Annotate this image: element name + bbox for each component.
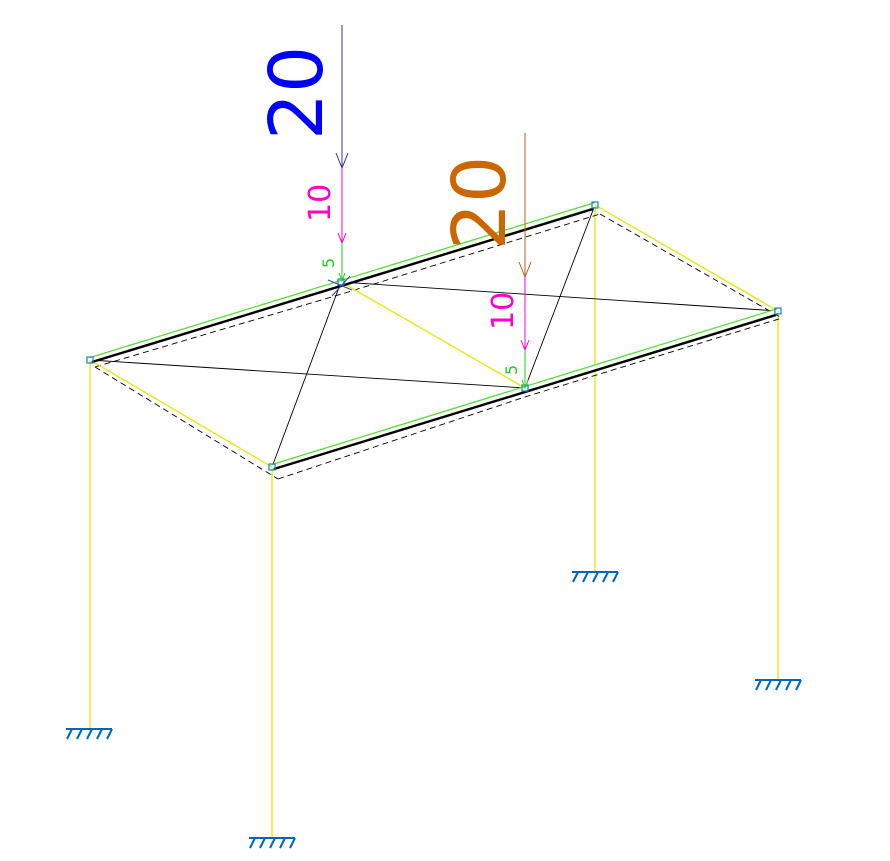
end-beam-left — [89, 359, 273, 468]
load-a-green-value: 5 — [319, 258, 338, 268]
load-b-magenta-value: 10 — [486, 292, 521, 330]
node-crosshair — [327, 275, 353, 297]
deformed-end-left — [94, 366, 279, 480]
node-marker-icon — [268, 463, 276, 471]
end-beam-right — [594, 204, 779, 312]
load-a-blue-value: 20 — [254, 46, 340, 140]
main-beams — [89, 202, 779, 471]
deformed-end-right — [599, 213, 783, 319]
brace-1 — [89, 359, 526, 389]
deformed-beam-back — [277, 317, 783, 480]
deformed-shape — [94, 213, 783, 480]
fixed-support-icon — [572, 571, 619, 583]
load-b-green-value: 5 — [502, 365, 521, 375]
fixed-support-icon — [249, 837, 296, 849]
node-marker-icon — [774, 307, 782, 315]
middle-beam — [340, 281, 526, 389]
brace-3 — [340, 281, 779, 312]
supports — [66, 571, 802, 849]
arrowhead-icon — [338, 272, 346, 283]
brace-4 — [524, 204, 596, 389]
node-marker-icon — [86, 356, 94, 364]
beam-back-core — [273, 313, 777, 471]
load-a-magenta-value: 10 — [303, 184, 338, 222]
fixed-support-icon — [66, 728, 113, 740]
load-a: 20 10 5 — [254, 25, 349, 283]
arrowhead-icon — [521, 379, 529, 390]
fixed-support-icon — [755, 679, 802, 691]
bracing — [89, 204, 779, 468]
brace-2 — [271, 281, 342, 468]
load-b: 20 10 5 — [437, 133, 532, 390]
columns — [89, 205, 779, 838]
transverse-beams — [89, 204, 779, 468]
deformed-beam-front — [94, 213, 601, 368]
load-b-orange-value: 20 — [437, 156, 523, 250]
beam-front-inner — [89, 203, 596, 362]
node-marker-icon — [591, 201, 599, 209]
